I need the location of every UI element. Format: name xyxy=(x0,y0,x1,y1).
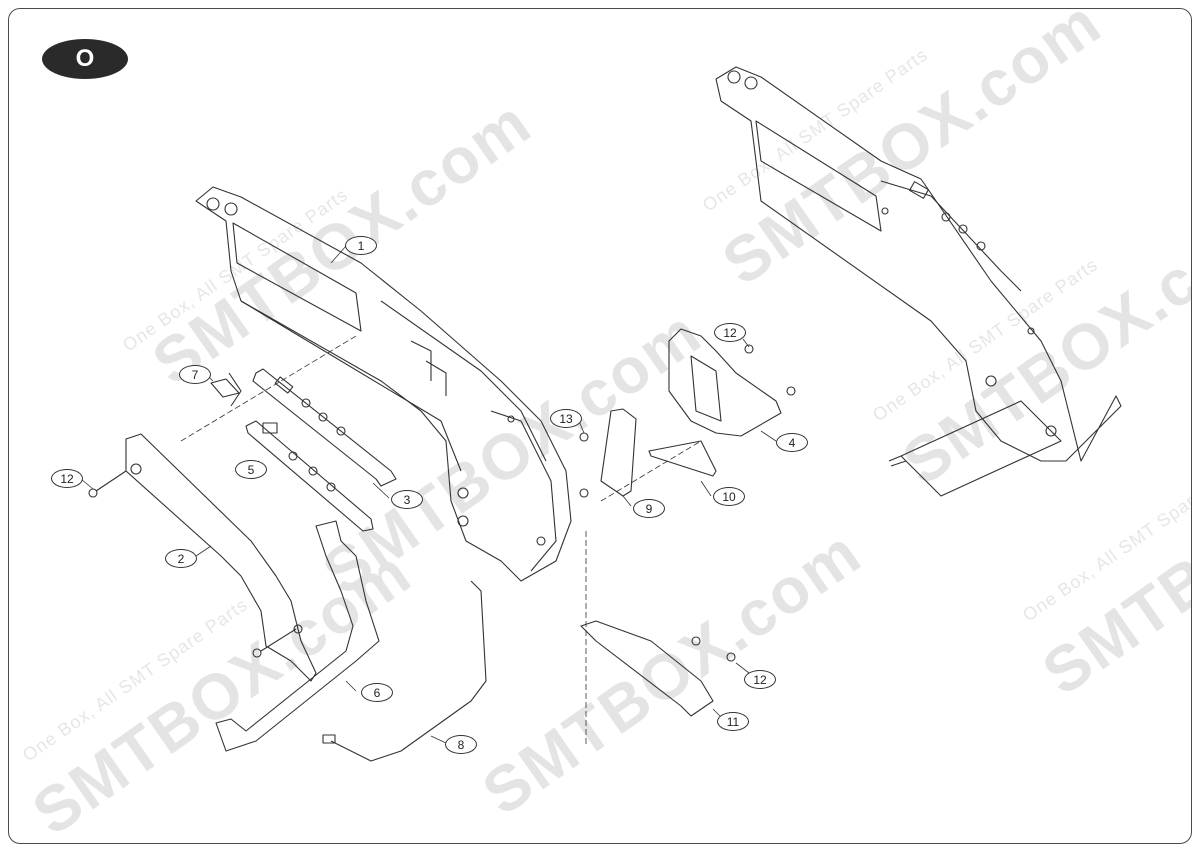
part-2-side-cover xyxy=(125,433,317,682)
part-8-harness xyxy=(330,580,487,762)
callout-13: 13 xyxy=(550,409,582,428)
callout-1: 1 xyxy=(345,236,377,255)
part-11-bracket xyxy=(580,620,714,717)
callout-12-bracket: 12 xyxy=(714,323,746,342)
part-1-arm-frame xyxy=(195,186,572,582)
callout-10: 10 xyxy=(713,487,745,506)
part-10-cable xyxy=(648,440,717,477)
callout-12-left: 12 xyxy=(51,469,83,488)
part-9-plate xyxy=(600,408,637,497)
part-4-bracket xyxy=(668,328,782,437)
assembled-arm xyxy=(715,66,1122,497)
callout-4: 4 xyxy=(776,433,808,452)
parts-drawing xyxy=(80,66,1122,762)
callout-9: 9 xyxy=(633,499,665,518)
callout-6: 6 xyxy=(361,683,393,702)
callout-8: 8 xyxy=(445,735,477,754)
part-7-label xyxy=(210,378,240,398)
screws xyxy=(88,344,796,662)
callout-7: 7 xyxy=(179,365,211,384)
callout-5: 5 xyxy=(235,460,267,479)
callout-2: 2 xyxy=(165,549,197,568)
callout-12-lower: 12 xyxy=(744,670,776,689)
section-badge: O xyxy=(42,39,128,79)
diagram-frame: SMTBOX.com SMTBOX.com SMTBOX.com SMTBOX.… xyxy=(8,8,1192,844)
callout-11: 11 xyxy=(717,712,749,731)
part-3-cover-strip xyxy=(252,368,397,487)
part-6-flex-cable xyxy=(215,520,380,752)
part-5-switch-board xyxy=(245,420,374,532)
callout-3: 3 xyxy=(391,490,423,509)
